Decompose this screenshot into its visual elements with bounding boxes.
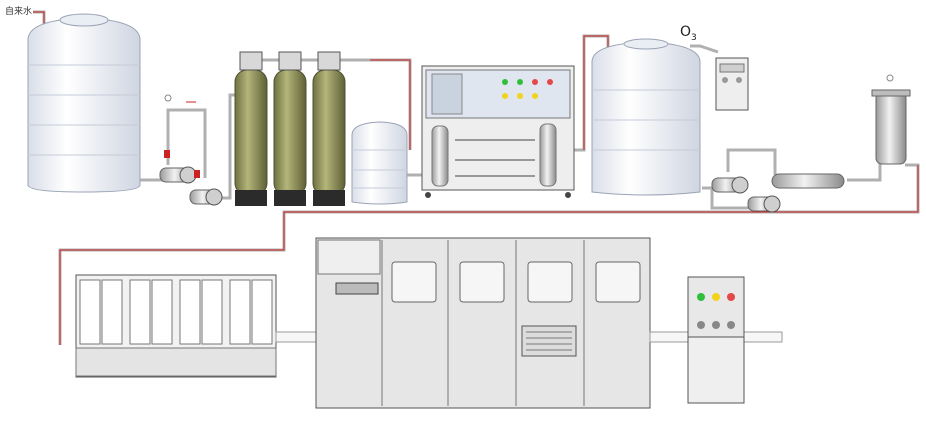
uv-sterilizer-icon: [771, 173, 845, 189]
pure-water-tank: [591, 38, 701, 196]
storage-cabinet: [75, 274, 277, 378]
control-panel-icon: [687, 276, 745, 404]
flow-direction-line: [28, 11, 919, 345]
reverse-osmosis-unit-icon: [421, 65, 575, 198]
pure-water-pump: [711, 176, 781, 213]
precision-filter-icon: [871, 74, 911, 165]
filling-machine-icon: [315, 237, 651, 409]
raw-water-pump: [159, 94, 223, 206]
valve-icon: [194, 170, 200, 178]
tap-water-label: 自来水: [4, 4, 34, 17]
conveyor-left: [275, 331, 319, 343]
valve-icon: [164, 150, 170, 158]
filter-columns: [234, 51, 346, 206]
raw-water-tank: [27, 13, 141, 193]
filter-column-icon: [234, 51, 268, 206]
intermediate-tank: [351, 121, 408, 205]
filter-column-icon: [273, 51, 307, 206]
pressure-gauge-icon: [164, 94, 172, 102]
ozone-label: O3: [680, 24, 697, 43]
filter-column-icon: [312, 51, 346, 206]
ozone-generator-icon: [715, 57, 749, 111]
